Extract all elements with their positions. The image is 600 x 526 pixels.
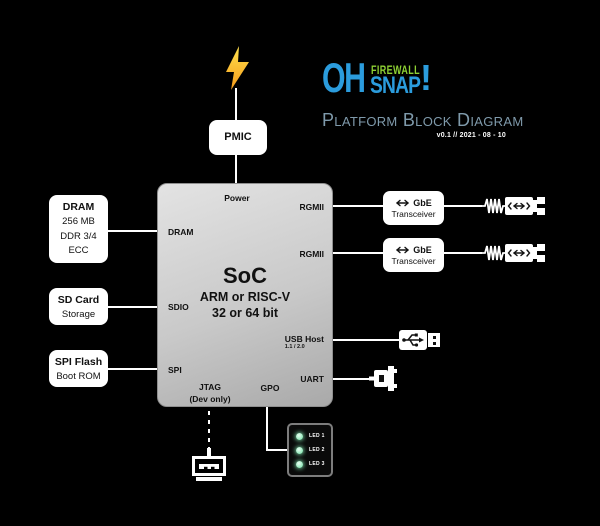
soc-port-spi: SPI: [168, 365, 182, 375]
bidir-arrow-icon: [396, 246, 409, 254]
soc-port-dram: DRAM: [168, 227, 194, 237]
line-dram: [108, 230, 157, 232]
led-row-3: LED 3: [296, 460, 331, 468]
line-sdio: [108, 306, 157, 308]
line-gpo-vertical: [266, 407, 268, 451]
led-row-1: LED 1: [296, 432, 331, 440]
led-1-icon: [296, 432, 303, 440]
spiflash-line-1: Boot ROM: [56, 371, 101, 382]
soc-port-sdio: SDIO: [168, 302, 189, 312]
logo-exclamation: !: [420, 57, 432, 98]
line-usb: [333, 339, 399, 341]
dram-line-2: DDR 3/4: [60, 230, 97, 242]
soc-subtitle-2: 32 or 64 bit: [212, 306, 278, 320]
line-bolt-to-pmic: [235, 88, 237, 120]
bidir-arrow-icon: [396, 199, 409, 207]
line-pmic-to-soc: [235, 155, 237, 183]
led-3-label: LED 3: [309, 461, 325, 467]
soc-port-usb-host: USB Host 1.1 / 2.0: [285, 334, 324, 351]
dram-line-3: ECC: [68, 245, 89, 256]
line-rgmii-top-a: [333, 205, 383, 207]
soc-port-rgmii-bottom: RGMII: [299, 249, 324, 259]
page-title: Platform Block Diagram: [322, 110, 524, 130]
led-3-icon: [296, 460, 303, 468]
logo-snap: SNAP: [370, 72, 421, 99]
led-row-2: LED 2: [296, 446, 331, 454]
logo-oh: OH: [322, 54, 366, 101]
version-date: v0.1 // 2021 - 08 - 10: [436, 132, 506, 139]
led-1-label: LED 1: [309, 433, 325, 439]
line-jtag-dashed: [208, 411, 210, 450]
soc-port-power: Power: [224, 193, 250, 203]
sdcard-block: SD Card Storage: [49, 288, 108, 325]
soc-port-uart: UART: [300, 374, 324, 384]
soc-port-rgmii-top: RGMII: [299, 202, 324, 212]
ethernet-cable-icon-top: [479, 197, 545, 215]
lightning-bolt-icon: [226, 46, 249, 90]
spiflash-block: SPI Flash Boot ROM: [49, 350, 108, 387]
jtag-connector-icon: [192, 448, 226, 481]
dram-block: DRAM 256 MB DDR 3/4 ECC: [49, 195, 108, 263]
line-spi: [108, 368, 157, 370]
soc-title: SoC: [223, 263, 267, 288]
line-rgmii-bottom-b: [444, 252, 482, 254]
soc-block: Power DRAM SDIO SPI RGMII RGMII USB Host…: [157, 183, 333, 407]
pmic-block: PMIC: [209, 120, 267, 155]
sdcard-line-1: Storage: [61, 309, 96, 320]
dram-title: DRAM: [62, 201, 95, 213]
line-rgmii-top-b: [444, 205, 482, 207]
gbe-transceiver-top: GbE Transceiver: [383, 191, 444, 225]
usb-host-label: USB Host: [284, 334, 324, 344]
sdcard-title: SD Card: [57, 294, 100, 306]
gbe-top-subtitle: Transceiver: [391, 208, 436, 219]
dram-line-1: 256 MB: [62, 216, 95, 227]
gbe-bottom-subtitle: Transceiver: [391, 255, 436, 266]
soc-port-jtag: JTAG: [198, 382, 222, 392]
logo-firewall: FIREWALL: [371, 63, 420, 77]
spiflash-title: SPI Flash: [54, 356, 103, 368]
led-panel: LED 1 LED 2 LED 3: [287, 423, 333, 477]
soc-subtitle-1: ARM or RISC-V: [199, 290, 291, 304]
gbe-bottom-title: GbE: [413, 244, 432, 255]
soc-port-jtag-sub: (Dev only): [189, 394, 231, 404]
soc-port-gpo: GPO: [260, 383, 280, 393]
line-uart: [333, 378, 372, 380]
gbe-transceiver-bottom: GbE Transceiver: [383, 238, 444, 272]
ethernet-cable-icon-bottom: [479, 244, 545, 262]
line-gpo-horizontal: [266, 449, 287, 451]
line-rgmii-bottom-a: [333, 252, 383, 254]
led-2-label: LED 2: [309, 447, 325, 453]
usb-plug-icon: [399, 330, 440, 350]
serial-connector-icon: [369, 366, 397, 391]
usb-host-sublabel: 1.1 / 2.0: [284, 344, 305, 350]
led-2-icon: [296, 446, 303, 454]
gbe-top-title: GbE: [413, 197, 432, 208]
